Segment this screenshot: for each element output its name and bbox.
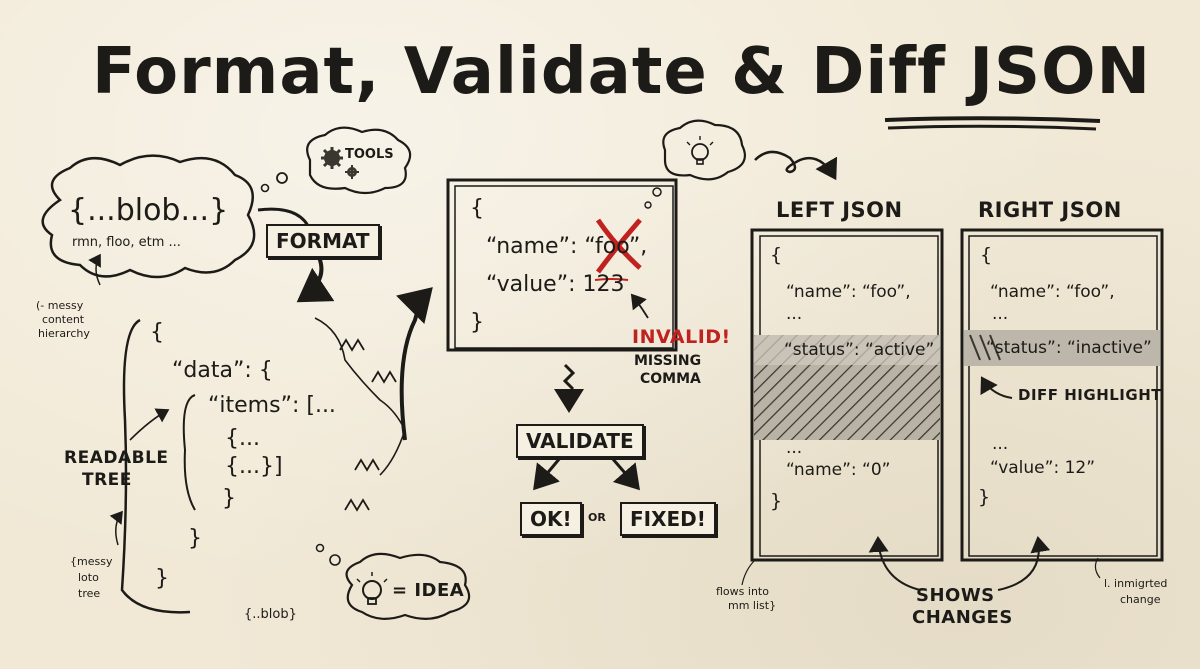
right-line: “status”: “inactive” (986, 338, 1152, 358)
left-json-panel (750, 228, 944, 562)
bulb-cloud (662, 119, 746, 181)
code-line: { (470, 196, 484, 221)
blob-cloud (41, 154, 256, 279)
readable-label-1: READABLE (64, 448, 169, 468)
right-json-title: RIGHT JSON (978, 198, 1122, 222)
tools-cloud (306, 126, 412, 195)
title-underline (884, 116, 1101, 123)
flows-note-2: mm list} (728, 599, 777, 612)
missing-label-2: COMMA (640, 371, 701, 387)
validate-code-box (446, 178, 678, 352)
left-json-title: LEFT JSON (776, 198, 903, 222)
diff-highlight-label: DIFF HIGHLIGHT (1018, 386, 1162, 404)
shows-changes-label-1: SHOWS (916, 585, 995, 606)
gear-icon (345, 165, 359, 179)
right-json-panel (960, 228, 1164, 562)
messy-note-3: hierarchy (38, 327, 90, 340)
left-line: “name”: “0” (786, 460, 891, 480)
blob-text: {...blob...} (68, 193, 229, 228)
tree-line: { (150, 320, 164, 345)
right-line: “value”: 12” (990, 458, 1096, 478)
right-line: { (980, 244, 993, 266)
left-line: ... (786, 438, 803, 458)
tree-line: “data”: { (172, 358, 273, 383)
tree-line: } (155, 566, 169, 591)
bottom-blob: {..blob} (244, 607, 297, 622)
lightbulb-icon (356, 572, 388, 605)
messy-note-1: (- messy (36, 299, 84, 312)
page-title: Format, Validate & Diff JSON (92, 35, 1152, 109)
right-line: “name”: “foo”, (990, 282, 1115, 302)
validate-label: VALIDATE (516, 424, 644, 458)
right-line: ... (992, 304, 1009, 324)
or-label: OR (588, 511, 606, 524)
messy-note-2: content (42, 313, 85, 326)
idea-label: = IDEA (392, 580, 465, 601)
migrated-note-2: change (1120, 593, 1161, 606)
code-line: } (470, 310, 484, 335)
code-line: “value”: 123 (486, 272, 625, 297)
invalid-label: INVALID! (632, 326, 731, 348)
missing-label-1: MISSING (634, 353, 702, 369)
messy-tree-note-1: {messy (70, 555, 113, 568)
code-line: “name”: “foo”, (486, 234, 648, 259)
flows-note-1: flows into (716, 585, 769, 598)
lightbulb-icon (686, 136, 714, 165)
format-label: FORMAT (266, 224, 380, 258)
tree-line: {...}] (225, 454, 283, 479)
tools-label: TOOLS (345, 147, 394, 162)
idea-cloud (345, 552, 471, 620)
gear-icon (321, 147, 343, 169)
tree-line: } (222, 486, 236, 511)
shows-changes-label-2: CHANGES (912, 607, 1013, 628)
left-line: “status”: “active” (784, 340, 935, 360)
ok-label: OK! (520, 502, 582, 536)
left-line: { (770, 244, 783, 266)
tree-line: } (188, 526, 202, 551)
right-line: } (978, 486, 991, 508)
right-line: ... (992, 434, 1009, 454)
tree-line: “items”: [... (208, 393, 336, 418)
left-line: } (770, 490, 783, 512)
messy-tree-note-2: loto (78, 571, 99, 584)
left-line: “name”: “foo”, (786, 282, 911, 302)
right-diff-band (964, 330, 1160, 366)
tree-line: {... (225, 426, 260, 451)
fixed-label: FIXED! (620, 502, 716, 536)
left-line: ... (786, 304, 803, 324)
readable-label-2: TREE (82, 470, 132, 490)
migrated-note-1: l. inmigrted (1104, 577, 1168, 590)
blob-scribble: rmn, floo, etm ... (72, 235, 181, 250)
messy-tree-note-3: tree (78, 587, 101, 600)
